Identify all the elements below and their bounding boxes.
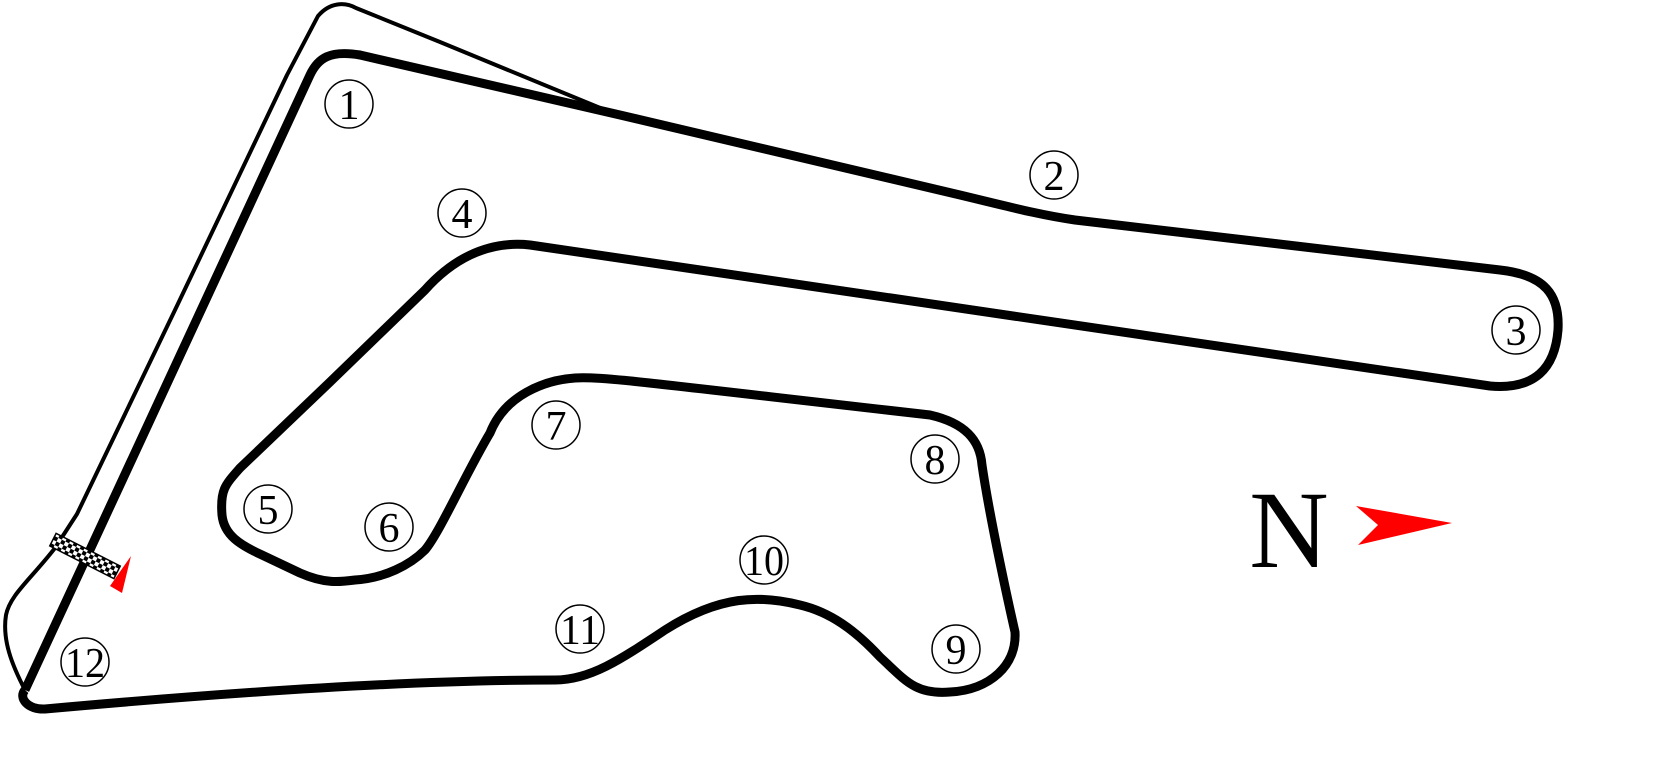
start-finish-line bbox=[48, 532, 122, 580]
svg-text:7: 7 bbox=[546, 404, 567, 450]
svg-text:10: 10 bbox=[744, 539, 784, 585]
main-track bbox=[18, 49, 1563, 714]
turn-label-6: 6 bbox=[364, 502, 414, 552]
turn-label-3: 3 bbox=[1491, 305, 1541, 355]
alternate-track-layout bbox=[3, 2, 611, 691]
svg-text:2: 2 bbox=[1044, 154, 1065, 200]
turn-label-4: 4 bbox=[437, 188, 487, 238]
svg-text:3: 3 bbox=[1506, 309, 1527, 355]
turn-label-11: 11 bbox=[555, 604, 605, 654]
turn-label-12: 12 bbox=[60, 637, 110, 687]
north-arrow-icon bbox=[1356, 506, 1452, 545]
direction-marker-icon bbox=[110, 556, 131, 593]
svg-text:4: 4 bbox=[452, 192, 473, 238]
turn-label-8: 8 bbox=[910, 434, 960, 484]
svg-text:8: 8 bbox=[925, 438, 946, 484]
svg-text:6: 6 bbox=[379, 506, 400, 552]
north-label: N bbox=[1249, 469, 1328, 591]
svg-text:9: 9 bbox=[946, 628, 967, 674]
svg-text:5: 5 bbox=[258, 488, 279, 534]
turn-label-10: 10 bbox=[739, 535, 789, 585]
turn-label-9: 9 bbox=[931, 624, 981, 674]
turn-label-2: 2 bbox=[1029, 150, 1079, 200]
svg-text:12: 12 bbox=[65, 641, 105, 687]
turn-label-7: 7 bbox=[531, 400, 581, 450]
svg-text:1: 1 bbox=[339, 83, 360, 129]
svg-text:11: 11 bbox=[560, 608, 600, 654]
turn-label-5: 5 bbox=[243, 484, 293, 534]
turn-label-1: 1 bbox=[324, 79, 374, 129]
